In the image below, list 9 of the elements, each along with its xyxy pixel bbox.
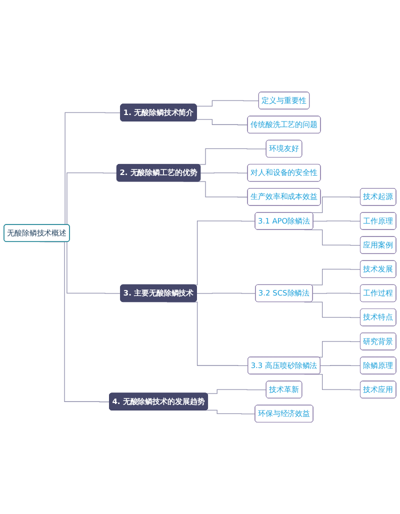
connector xyxy=(196,292,256,294)
connector xyxy=(312,220,361,222)
connector xyxy=(196,100,260,106)
connector xyxy=(200,172,248,174)
connector xyxy=(312,292,361,294)
connector xyxy=(320,365,361,366)
connector xyxy=(206,389,267,394)
connector xyxy=(196,119,248,126)
connector xyxy=(206,410,256,414)
